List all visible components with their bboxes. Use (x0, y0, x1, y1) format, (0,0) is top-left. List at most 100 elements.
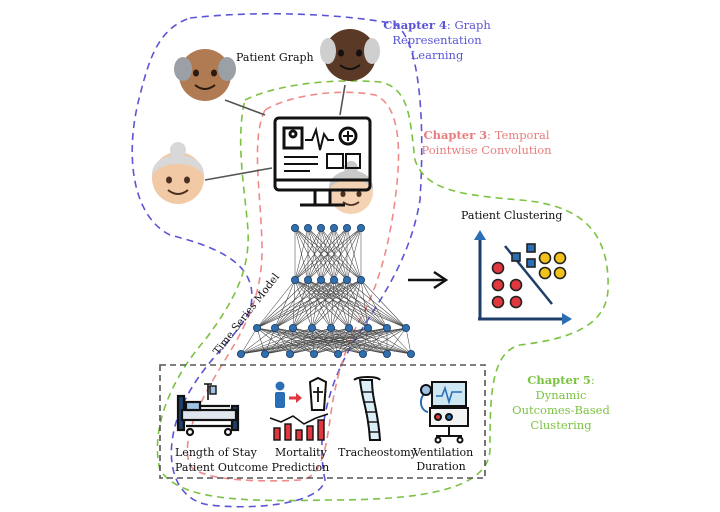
network-edge (320, 279, 350, 329)
patient-avatar-light (151, 142, 205, 204)
network-edge (256, 279, 309, 329)
network-edge (274, 279, 296, 329)
network-edges (240, 227, 412, 355)
network-edge (264, 327, 332, 355)
network-edge (346, 279, 407, 329)
network-edge (313, 327, 350, 355)
network-edge (264, 327, 350, 355)
chapter4-boundary (131, 12, 423, 508)
network-edge (240, 327, 369, 355)
network-edge (289, 327, 407, 355)
network-edge (307, 279, 332, 329)
network-edge (333, 279, 388, 329)
patient-clustering-label: Patient Clustering (461, 209, 563, 222)
graph-edge (339, 84, 346, 116)
network-edge (289, 327, 294, 355)
network-node (342, 223, 351, 232)
network-edge (240, 327, 407, 355)
network-edge (362, 327, 407, 355)
network-edge (294, 227, 309, 281)
network-node (288, 323, 297, 332)
network-edge (360, 279, 407, 329)
network-edge (240, 327, 313, 355)
network-edge (240, 327, 276, 355)
network-node (406, 349, 415, 358)
medical-monitor-icon (273, 116, 372, 207)
network-node (236, 349, 245, 358)
network-edge (292, 279, 335, 329)
ventilator-icon (420, 381, 469, 444)
network-node (290, 223, 299, 232)
network-edge (256, 279, 335, 329)
patient-graph-label: Patient Graph (236, 51, 314, 64)
network-edge (294, 227, 322, 281)
network-node (333, 349, 342, 358)
network-node (303, 275, 312, 284)
network-edge (289, 327, 388, 355)
network-edge (386, 327, 407, 355)
network-edge (330, 279, 335, 329)
network-edge (256, 327, 266, 355)
network-node (344, 323, 353, 332)
network-edge (264, 327, 407, 355)
network-edge (333, 227, 348, 281)
network-node (329, 223, 338, 232)
network-node (303, 223, 312, 232)
network-edge (240, 327, 350, 355)
network-node (358, 349, 367, 358)
network-edge (320, 279, 369, 329)
network-edge (240, 327, 332, 355)
outcome-prediction-label: Patient Outcome Prediction (175, 461, 330, 474)
network-edge (346, 279, 350, 329)
chapter3-line1: : Temporal (487, 128, 550, 142)
network-edge (313, 327, 388, 355)
chapter5-title: Chapter 5 (527, 373, 591, 387)
network-edge (346, 279, 369, 329)
graph-edge (204, 167, 273, 181)
network-node (252, 323, 261, 332)
ventilation-line2: Duration (416, 460, 466, 473)
network-edge (307, 279, 369, 329)
outcome-prediction-box (159, 364, 486, 479)
network-edge (330, 279, 348, 329)
network-edge (274, 327, 412, 355)
network-edge (311, 279, 322, 329)
patient-avatar-medium (174, 49, 236, 101)
network-edge (292, 279, 296, 329)
network-edge (292, 279, 309, 329)
network-node (329, 275, 338, 284)
network-edge (405, 327, 412, 355)
network-node (342, 275, 351, 284)
network-nodes (236, 223, 415, 358)
network-edge (256, 279, 348, 329)
network-edge (264, 327, 313, 355)
network-node (356, 275, 365, 284)
network-edge (240, 327, 258, 355)
network-edge (294, 279, 350, 329)
network-node (309, 349, 318, 358)
network-edge (292, 327, 412, 355)
chapter5-boundary (156, 80, 609, 502)
network-node (285, 349, 294, 358)
network-edge (292, 279, 362, 329)
chapter4-line1: : Graph (446, 18, 491, 32)
network-edge (289, 327, 369, 355)
network-edge (274, 279, 362, 329)
right-arrow-icon (408, 271, 449, 289)
network-edge (313, 327, 369, 355)
network-edge (294, 227, 335, 281)
network-edge (292, 279, 322, 329)
network-node (290, 275, 299, 284)
network-edge (289, 327, 332, 355)
network-edge (333, 279, 369, 329)
network-edge (307, 279, 350, 329)
trachea-icon (353, 376, 382, 441)
network-edge (311, 279, 362, 329)
network-edge (274, 279, 309, 329)
network-edge (307, 227, 348, 281)
network-edge (274, 279, 335, 329)
chapter5-caption: Chapter 5: Dynamic Outcomes-Based Cluste… (500, 373, 622, 433)
network-node (260, 349, 269, 358)
network-edge (346, 227, 362, 281)
network-node (316, 223, 325, 232)
